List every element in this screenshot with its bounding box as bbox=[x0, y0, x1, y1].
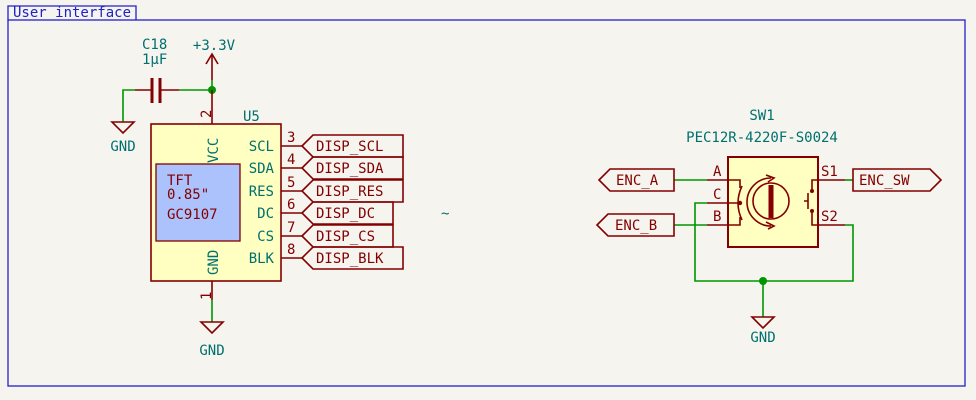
pin-name: CS bbox=[257, 229, 274, 245]
pin-name: SDA bbox=[249, 161, 275, 177]
display-screen bbox=[155, 163, 241, 242]
svg-text:ENC_SW: ENC_SW bbox=[859, 173, 910, 189]
pin-number: 7 bbox=[287, 220, 295, 236]
svg-text:DISP_RES: DISP_RES bbox=[316, 184, 383, 200]
pin-name: DC bbox=[257, 206, 274, 222]
power-3v3-symbol: +3.3V bbox=[193, 38, 236, 80]
svg-text:ENC_B: ENC_B bbox=[615, 218, 657, 234]
net-label-disp-cs[interactable]: DISP_CS bbox=[300, 224, 394, 248]
net-label-disp-scl[interactable]: DISP_SCL bbox=[300, 134, 404, 158]
svg-text:C: C bbox=[713, 187, 721, 203]
encoder-value: PEC12R-4220F-S0024 bbox=[686, 130, 838, 146]
svg-text:TFT: TFT bbox=[167, 173, 193, 189]
capacitor-c18[interactable]: C18 1µF bbox=[135, 37, 179, 103]
svg-text:GC9107: GC9107 bbox=[167, 207, 218, 223]
net-label-enc-sw[interactable]: ENC_SW bbox=[852, 168, 943, 192]
wire-cap-gnd bbox=[122, 89, 135, 122]
net-label-enc-a[interactable]: ENC_A bbox=[597, 168, 675, 192]
pin-vcc: VCC bbox=[206, 138, 222, 163]
svg-text:+3.3V: +3.3V bbox=[193, 38, 236, 54]
svg-text:GND: GND bbox=[199, 343, 224, 359]
svg-text:DISP_CS: DISP_CS bbox=[316, 229, 375, 245]
junction-dot bbox=[759, 277, 767, 285]
wire-enc-gnd bbox=[694, 202, 854, 282]
capacitor-value: 1µF bbox=[142, 52, 167, 68]
gnd-symbol-u5: GND bbox=[199, 321, 225, 359]
no-connect-mark: ~ bbox=[441, 206, 449, 222]
pin-name: RES bbox=[249, 184, 274, 200]
pin-number: 8 bbox=[287, 242, 295, 258]
net-label-disp-dc[interactable]: DISP_DC bbox=[300, 201, 394, 225]
pin-number: 5 bbox=[287, 175, 295, 191]
svg-text:1: 1 bbox=[199, 292, 215, 300]
display-signal-pins: SCL3DISP_SCLSDA4DISP_SDARES5DISP_RESDC6D… bbox=[249, 130, 404, 270]
pin-number: 4 bbox=[287, 152, 295, 168]
gnd-symbol-encoder: GND bbox=[750, 316, 776, 346]
net-label-enc-b[interactable]: ENC_B bbox=[595, 213, 675, 237]
svg-text:DISP_BLK: DISP_BLK bbox=[316, 251, 384, 267]
svg-text:A: A bbox=[713, 164, 722, 180]
net-label-disp-res[interactable]: DISP_RES bbox=[300, 179, 404, 203]
encoder-ref: SW1 bbox=[749, 108, 774, 124]
svg-text:S1: S1 bbox=[821, 164, 838, 180]
svg-text:DISP_SCL: DISP_SCL bbox=[316, 139, 383, 155]
svg-text:0.85": 0.85" bbox=[167, 187, 209, 203]
pin-number: 6 bbox=[287, 197, 295, 213]
gnd-symbol-cap: GND bbox=[110, 121, 136, 155]
svg-text:B: B bbox=[713, 209, 721, 225]
sheet-title: User interface bbox=[13, 5, 131, 21]
pin-name: BLK bbox=[249, 251, 275, 267]
svg-text:S2: S2 bbox=[821, 209, 838, 225]
svg-text:GND: GND bbox=[110, 139, 135, 155]
sheet-frame: User interface bbox=[7, 5, 966, 387]
svg-text:GND: GND bbox=[750, 330, 775, 346]
net-label-disp-blk[interactable]: DISP_BLK bbox=[300, 246, 404, 270]
display-u5[interactable]: U5 2 TFT 0.85" GC9107 VCC GND 1 bbox=[150, 90, 282, 300]
svg-text:DISP_DC: DISP_DC bbox=[316, 206, 375, 222]
svg-text:DISP_SDA: DISP_SDA bbox=[316, 161, 384, 177]
encoder-sw1[interactable]: SW1 PEC12R-4220F-S0024 A C B S1 S2 bbox=[686, 108, 845, 248]
svg-text:ENC_A: ENC_A bbox=[616, 173, 659, 189]
net-label-disp-sda[interactable]: DISP_SDA bbox=[300, 156, 404, 180]
svg-text:2: 2 bbox=[199, 110, 215, 118]
display-ref: U5 bbox=[243, 109, 260, 125]
capacitor-ref: C18 bbox=[142, 37, 167, 53]
pin-name: SCL bbox=[249, 139, 274, 155]
pin-gnd: GND bbox=[206, 250, 222, 275]
pin-number: 3 bbox=[287, 130, 295, 146]
